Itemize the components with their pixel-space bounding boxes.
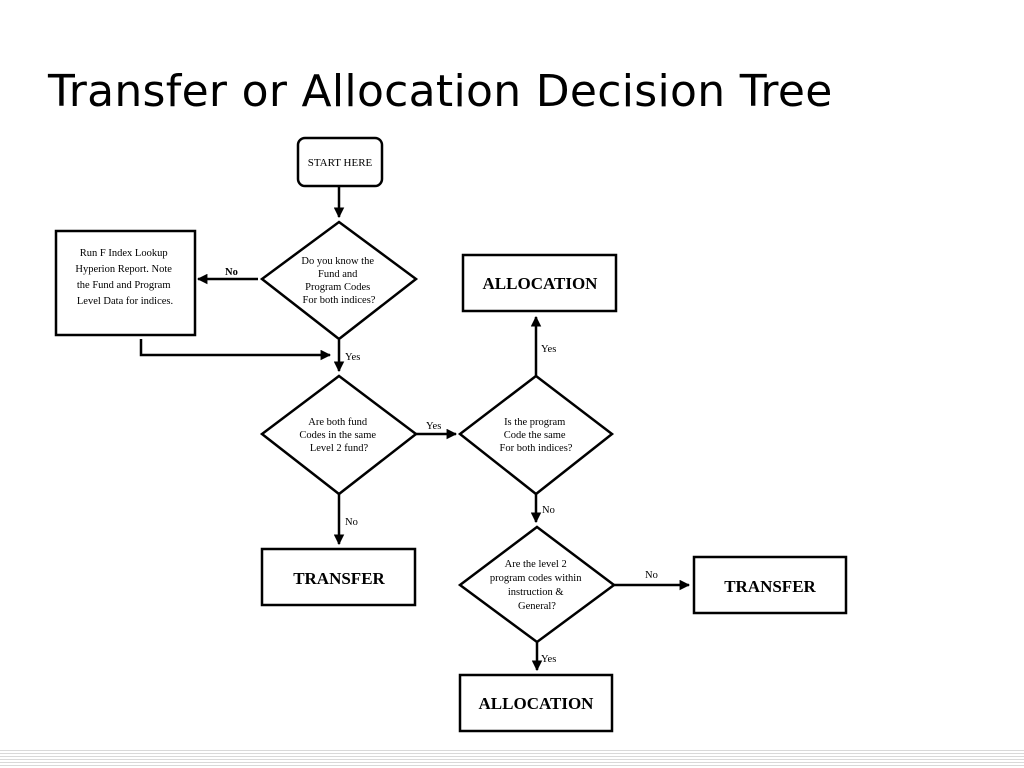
report-return-arrow [139, 339, 332, 361]
question-program-same-diamond [457, 374, 615, 496]
transfer-right-box [692, 555, 848, 615]
question-fund-same-line: Codes in the same [299, 430, 376, 441]
run-report-line: Hyperion Report. Note [75, 264, 172, 275]
edge-label-no-level2: No [645, 570, 658, 581]
transfer-left-label: TRANSFER [293, 569, 385, 588]
question-fund-same-text: Are both fund Codes in the same Level 2 … [299, 417, 378, 454]
allocation-bottom-label: ALLOCATION [479, 694, 595, 713]
run-report-line: Run F Index Lookup [80, 248, 168, 259]
edge-label-yes-level2: Yes [541, 654, 556, 665]
allocation-bottom-box [458, 673, 614, 733]
edge-label-yes-fund: Yes [426, 421, 441, 432]
question-fund-same-node: Are both fund Codes in the same Level 2 … [259, 374, 419, 496]
run-report-box [54, 229, 197, 337]
question-level2-node: Are the level 2 program codes within ins… [457, 525, 617, 644]
transfer-right-node: TRANSFER [692, 555, 848, 615]
question-program-same-line: For both indices? [500, 443, 573, 454]
question-know-codes-line: Program Codes [305, 282, 370, 293]
run-report-node: Run F Index Lookup Hyperion Report. Note… [54, 229, 197, 337]
question-level2-diamond [457, 525, 617, 644]
run-report-text: Run F Index Lookup Hyperion Report. Note… [75, 248, 174, 307]
question-fund-same-diamond [259, 374, 419, 496]
question-level2-text: Are the level 2 program codes within ins… [490, 559, 584, 612]
run-report-line: Level Data for indices. [77, 296, 173, 307]
question-fund-same-line: Level 2 fund? [310, 443, 369, 454]
edge-label-no-program: No [542, 505, 555, 516]
allocation-bottom-node: ALLOCATION [458, 673, 614, 733]
question-level2-line: General? [518, 601, 556, 612]
question-know-codes-line: Do you know the [301, 256, 374, 267]
question-know-codes-node: Do you know the Fund and Program Codes F… [259, 220, 419, 341]
question-program-same-line: Is the program [504, 417, 565, 428]
edge-label-yes-program: Yes [541, 344, 556, 355]
question-know-codes-text: Do you know the Fund and Program Codes F… [301, 256, 376, 306]
transfer-right-label: TRANSFER [724, 577, 816, 596]
allocation-top-label: ALLOCATION [483, 274, 599, 293]
start-node: START HERE [296, 136, 384, 188]
footer-stripes [0, 748, 1024, 768]
allocation-top-node: ALLOCATION [461, 253, 618, 313]
edge-label-yes-know: Yes [345, 352, 360, 363]
transfer-left-box [260, 547, 417, 607]
start-box [296, 136, 384, 188]
question-know-codes-line: For both indices? [303, 295, 376, 306]
edge-labels: No Yes Yes No Yes No No Yes [225, 267, 658, 665]
slide-title: Transfer or Allocation Decision Tree [48, 66, 833, 117]
question-fund-same-line: Are both fund [308, 417, 368, 428]
question-level2-line: program codes within [490, 573, 582, 584]
question-level2-line: instruction & [508, 587, 564, 598]
question-program-same-text: Is the program Code the same For both in… [500, 417, 573, 454]
run-report-line: the Fund and Program [77, 280, 171, 291]
transfer-left-node: TRANSFER [260, 547, 417, 607]
start-label: START HERE [308, 157, 373, 169]
edge-label-no-know: No [225, 267, 238, 278]
connectors [139, 186, 691, 672]
question-know-codes-line: Fund and [318, 269, 358, 280]
allocation-top-box [461, 253, 618, 313]
edge-label-no-fund: No [345, 517, 358, 528]
question-program-same-line: Code the same [504, 430, 566, 441]
question-program-same-node: Is the program Code the same For both in… [457, 374, 615, 496]
question-know-codes-diamond [259, 220, 419, 341]
question-level2-line: Are the level 2 [505, 559, 567, 570]
